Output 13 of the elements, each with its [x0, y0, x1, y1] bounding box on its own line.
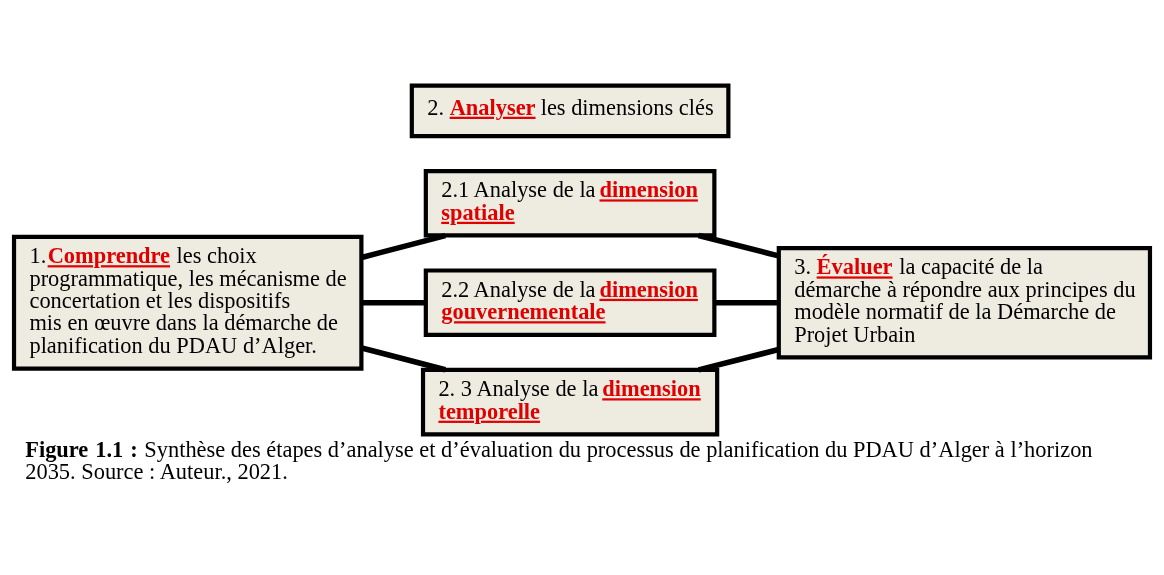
- connector: [714, 299, 779, 305]
- node-box: 2.2 Analyse de la dimension gouvernementale: [423, 267, 717, 337]
- connector: [360, 344, 447, 373]
- node-box: 2.1 Analyse de la dimension spatiale: [423, 168, 717, 238]
- node-box: 2. 3 Analyse de la dimension temporelle: [420, 367, 720, 436]
- connector: [361, 232, 446, 260]
- node-box: 2. Analyser les dimensions clés: [409, 83, 731, 138]
- connector: [361, 299, 426, 305]
- node-box: 1.Comprendre les choix programmatique, les mécanisme de concertation et les dispositifs mis en œuvre dans la démarche de planification du PDAU d’Alger.: [11, 234, 364, 371]
- caption: Figure 1.1 : Synthèse des étapes d’analyse et d’évaluation du processus de planification du PDAU d’Alger à l’horizon 2035. Source : Auteur., 2021.: [25, 436, 1093, 484]
- node-box: 3. Évaluer la capacité de la démarche à répondre aux principes du modèle normatif de la Démarche de Projet Urbain: [776, 245, 1153, 359]
- connector: [697, 232, 780, 259]
- connector: [697, 346, 780, 373]
